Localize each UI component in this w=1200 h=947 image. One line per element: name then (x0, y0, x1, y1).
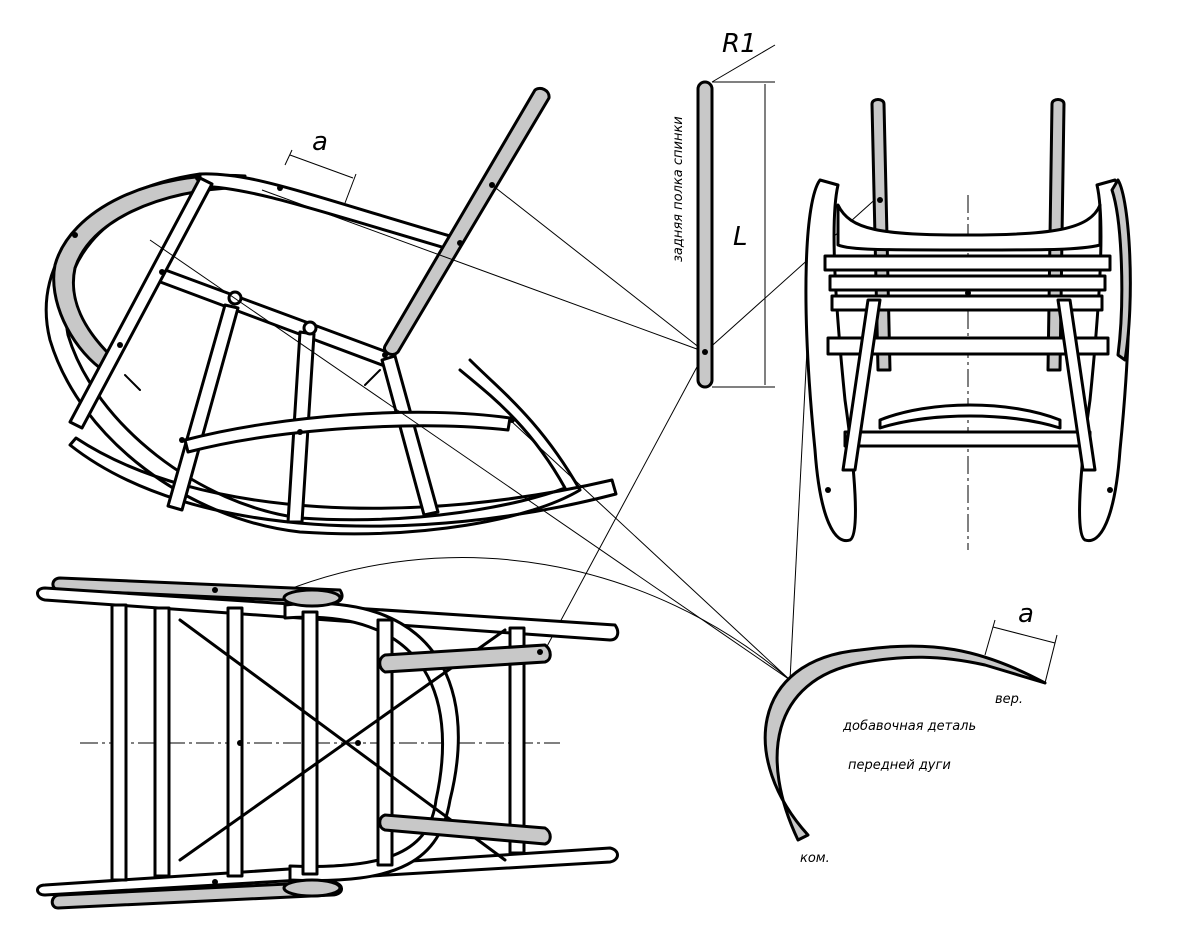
slat (828, 274, 1107, 292)
bolt (302, 320, 318, 336)
backrest-top (836, 203, 1102, 252)
cross-bar (110, 603, 128, 882)
back-slat-detail: R1 L задняя полка спинки (671, 29, 776, 389)
leader-lines (149, 184, 881, 681)
slat (830, 294, 1104, 312)
front-loop-top (283, 602, 460, 883)
side-view: a (44, 86, 618, 536)
extra-part-label-2: передней дуги (848, 758, 951, 773)
extra-part-label-1: добавочная деталь (842, 719, 976, 734)
cross-bar (376, 618, 394, 867)
dimension-a-detail-label: a (1018, 599, 1034, 629)
cross-bar (508, 626, 526, 855)
seat-rail (153, 266, 397, 370)
cross-bar (301, 610, 319, 876)
back-post-top (378, 643, 552, 674)
top-view (36, 576, 620, 910)
extra-part-detail: a вер. добавочная деталь передней дуги к… (763, 599, 1058, 866)
back-slat (696, 80, 714, 389)
back-post-bottom (378, 813, 552, 846)
leg-1 (166, 303, 240, 512)
slat (823, 254, 1112, 272)
extra-front-arc-part (763, 644, 1047, 842)
dimension-a-label: a (312, 127, 328, 157)
cross-bar (153, 606, 171, 878)
end-butt-label: ком. (800, 851, 830, 866)
end-top-label: вер. (995, 692, 1023, 707)
armrest (198, 172, 452, 250)
backrest-post (382, 86, 551, 356)
stretcher (183, 410, 512, 454)
front-view (804, 98, 1132, 550)
length-label: L (733, 222, 748, 252)
leg-3 (380, 354, 440, 517)
radius-label: R1 (722, 29, 757, 59)
front-leg (68, 176, 214, 430)
back-slat-label: задняя полка спинки (671, 116, 686, 262)
stretcher-front (843, 430, 1092, 448)
seat-front (826, 336, 1110, 356)
